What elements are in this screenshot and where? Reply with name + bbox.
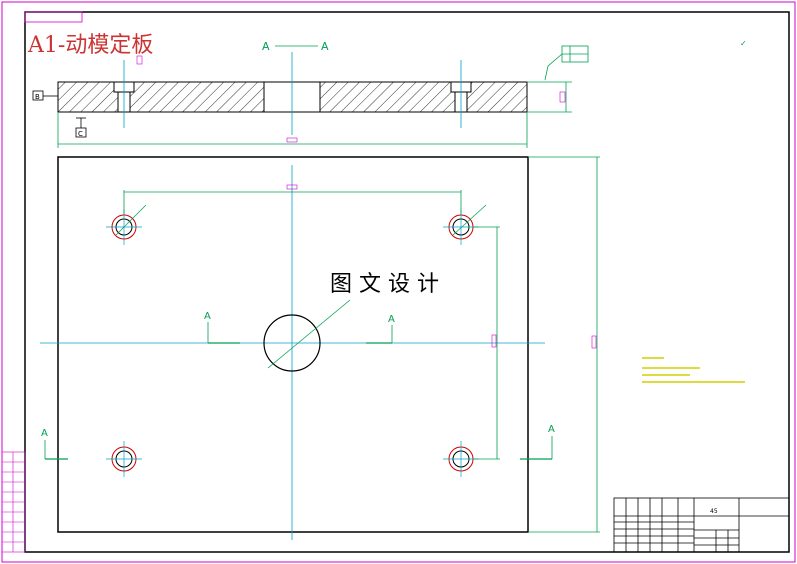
roughness-symbol: ✓ [740, 39, 747, 48]
watermark-bg [326, 268, 472, 296]
datum-symbol-c: C [75, 117, 87, 138]
section-label-top-left: A [262, 40, 270, 53]
section-cut-marker-bottom-left: A [41, 428, 68, 460]
dim-thickness [527, 81, 572, 113]
section-cut-marker-left: A [204, 311, 240, 344]
svg-text:A: A [388, 314, 395, 325]
section-view [57, 52, 528, 135]
svg-text:A: A [548, 424, 555, 435]
hole-bottom-left [106, 441, 142, 477]
hole-top-right [443, 204, 487, 245]
section-hatch-left [57, 81, 265, 113]
center-hole-leader [267, 299, 351, 369]
dim-plate-height [528, 156, 600, 533]
svg-text:B: B [35, 93, 40, 101]
top-left-label-box [24, 11, 83, 23]
section-cut-marker-bottom-right: A [520, 424, 555, 460]
dim-hole-spacing-y [473, 226, 500, 460]
drawing-frame [24, 11, 790, 553]
title-block-material: 45 [710, 508, 718, 515]
svg-text:A: A [41, 428, 48, 439]
tolerance-frame [544, 45, 589, 81]
hole-top-left [106, 204, 147, 245]
section-hatch-right [319, 81, 528, 113]
watermark-text: 图 文 设 计 [330, 272, 439, 297]
drawing-title: A1-动模定板 [27, 33, 153, 58]
dim-tag-left-hole [136, 55, 143, 65]
section-label-top-right: A [321, 40, 329, 53]
datum-symbol-b: B [32, 90, 58, 101]
center-hole [263, 314, 321, 372]
technical-notes [642, 357, 745, 383]
plate-outline [57, 156, 529, 533]
svg-text:C: C [78, 130, 83, 138]
dim-hole-spacing-x [123, 184, 462, 215]
section-cut-marker-right: A [366, 314, 395, 344]
dim-overall-width [57, 112, 528, 148]
title-block [613, 497, 790, 553]
left-revision-strip [1, 451, 26, 553]
svg-text:A: A [204, 311, 211, 322]
